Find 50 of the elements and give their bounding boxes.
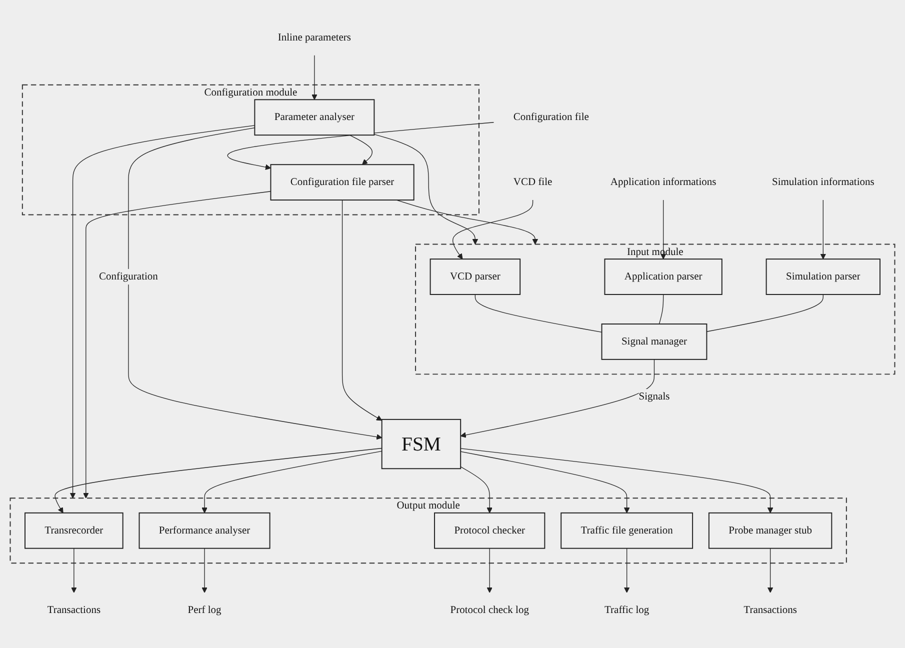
node-text: Protocol check log xyxy=(450,604,529,616)
arrow xyxy=(396,200,538,245)
node-box: Protocol checker xyxy=(434,512,546,549)
node-box: Probe manager stub xyxy=(708,512,832,549)
edge-label: Signals xyxy=(638,390,670,402)
arrow xyxy=(660,200,666,260)
node-box: Traffic file generation xyxy=(560,512,694,549)
arrow xyxy=(460,448,774,514)
edge-label: Configuration xyxy=(99,270,158,282)
arrow xyxy=(767,548,774,593)
node-box: Transrecorder xyxy=(24,512,124,549)
node-box: VCD parser xyxy=(430,258,521,295)
node-text: Simulation informations xyxy=(772,176,874,188)
node-text: Application informations xyxy=(610,176,716,188)
node-text: Configuration file xyxy=(513,111,589,123)
node-text: Traffic log xyxy=(604,604,650,616)
arrow xyxy=(452,200,534,260)
arrow xyxy=(312,55,318,100)
connector xyxy=(658,294,664,324)
arrow xyxy=(460,466,492,514)
arrow xyxy=(70,125,256,498)
arrow xyxy=(227,122,494,170)
node-box: Signal manager xyxy=(601,324,708,360)
node-box: Performance analyser xyxy=(138,512,270,549)
node-box: Configuration file parser xyxy=(270,164,414,201)
node-box: Parameter analyser xyxy=(254,99,375,136)
arrow xyxy=(54,448,382,514)
node-text: VCD file xyxy=(513,176,552,188)
connector xyxy=(474,294,602,333)
arrow xyxy=(374,134,478,245)
arrow xyxy=(128,127,382,440)
arrow xyxy=(460,451,630,514)
arrow xyxy=(624,548,630,593)
node-text: Transactions xyxy=(744,604,797,616)
arrow xyxy=(202,548,208,593)
arrow xyxy=(349,134,373,165)
node-box: Simulation parser xyxy=(766,258,880,295)
arrow xyxy=(460,359,655,438)
node-box: Application parser xyxy=(604,258,722,295)
arrow xyxy=(202,450,382,514)
arrow xyxy=(71,548,77,593)
node-text: Transactions xyxy=(47,604,101,616)
arrow xyxy=(486,548,492,593)
arrow xyxy=(83,191,272,498)
arrow xyxy=(820,200,826,260)
arrow xyxy=(342,200,382,421)
node-box: FSM xyxy=(381,418,462,470)
node-text: Perf log xyxy=(188,604,222,616)
connector xyxy=(706,294,824,332)
node-text: Inline parameters xyxy=(278,32,352,43)
